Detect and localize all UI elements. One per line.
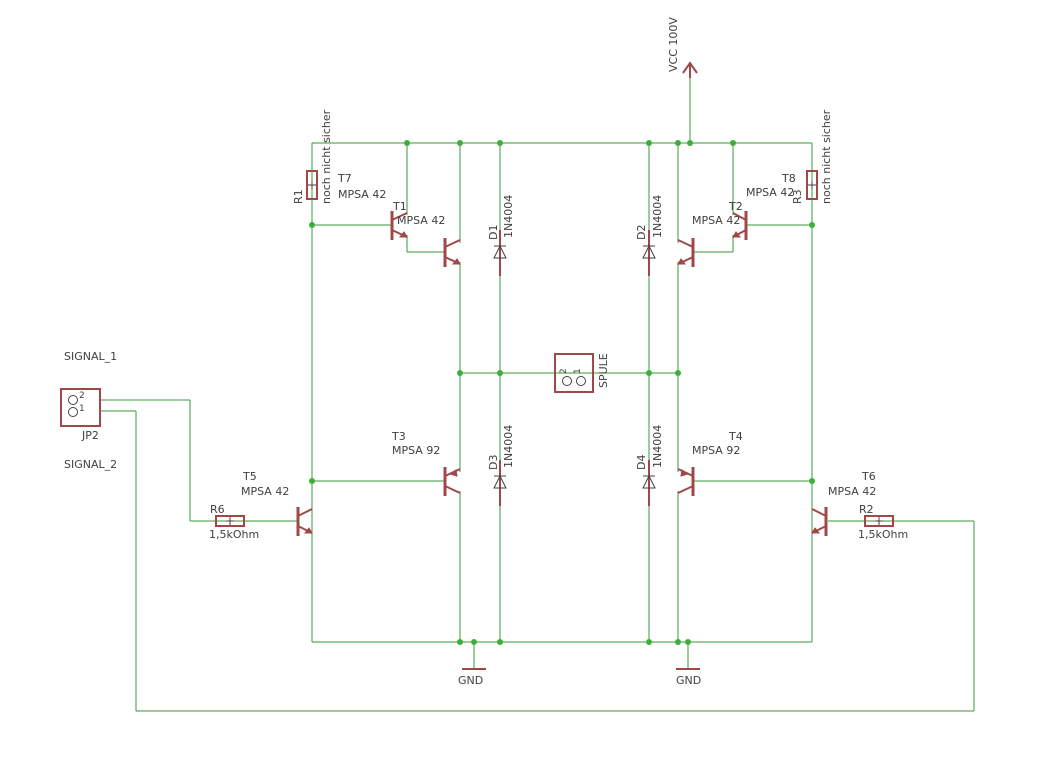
- junction: [675, 370, 681, 376]
- junction: [675, 639, 681, 645]
- coil-spule: [554, 353, 594, 393]
- coil-pin1: 1: [573, 368, 583, 374]
- transistor-t8: [732, 211, 748, 240]
- jp2-label: JP2: [81, 429, 99, 442]
- d3-value: 1N4004: [502, 425, 515, 468]
- d2-name: D2: [635, 225, 648, 240]
- junction: [646, 140, 652, 146]
- d4-name: D4: [635, 455, 648, 470]
- junction: [687, 140, 693, 146]
- t1-value: MPSA 42: [397, 214, 445, 227]
- junction: [471, 639, 477, 645]
- junction: [404, 140, 410, 146]
- diode-d3: [493, 460, 507, 506]
- transistor-t7: [390, 211, 408, 240]
- resistor-r6: [215, 515, 245, 527]
- signal1-label: SIGNAL_1: [64, 350, 117, 363]
- transistor-t6: [811, 507, 828, 536]
- coil-pin2: 2: [559, 368, 569, 374]
- junction: [309, 478, 315, 484]
- transistor-t3: [443, 467, 461, 496]
- t7-value: MPSA 42: [338, 188, 386, 201]
- junction: [497, 370, 503, 376]
- t5-value: MPSA 42: [241, 485, 289, 498]
- r2-value: 1,5kOhm: [858, 528, 908, 541]
- r3-value: noch nicht sicher: [820, 109, 833, 204]
- d2-value: 1N4004: [651, 195, 664, 238]
- d4-value: 1N4004: [651, 425, 664, 468]
- connector-jp2: [60, 388, 101, 427]
- t3-value: MPSA 92: [392, 444, 440, 457]
- junction: [809, 222, 815, 228]
- junction: [646, 639, 652, 645]
- junction: [497, 639, 503, 645]
- r1-value: noch nicht sicher: [320, 109, 333, 204]
- t6-value: MPSA 42: [828, 485, 876, 498]
- junction: [646, 370, 652, 376]
- junction: [675, 140, 681, 146]
- signal2-label: SIGNAL_2: [64, 458, 117, 471]
- resistor-r2: [864, 515, 894, 527]
- junction: [457, 140, 463, 146]
- transistor-t2: [677, 238, 695, 267]
- t2-name: T2: [728, 200, 743, 213]
- junction: [457, 370, 463, 376]
- vcc-symbol: [682, 61, 698, 78]
- transistor-t5: [296, 507, 313, 536]
- gnd-label-left: GND: [458, 674, 483, 687]
- junction: [497, 140, 503, 146]
- resistor-r3: [806, 170, 818, 200]
- r6-value: 1,5kOhm: [209, 528, 259, 541]
- diode-d1: [493, 230, 507, 276]
- r3-name: R3: [791, 189, 804, 204]
- t3-name: T3: [391, 430, 406, 443]
- t6-name: T6: [861, 470, 876, 483]
- junction: [730, 140, 736, 146]
- t1-name: T1: [392, 200, 407, 213]
- gnd-label-right: GND: [676, 674, 701, 687]
- junction: [457, 639, 463, 645]
- diode-d4: [642, 460, 656, 506]
- t8-name: T8: [781, 172, 796, 185]
- junction: [809, 478, 815, 484]
- d3-name: D3: [487, 455, 500, 470]
- t7-name: T7: [337, 172, 352, 185]
- t5-name: T5: [242, 470, 257, 483]
- r2-name: R2: [859, 503, 874, 516]
- wires: [100, 75, 975, 712]
- t2-value: MPSA 42: [692, 214, 740, 227]
- jp2-pin1: 1: [79, 404, 85, 414]
- d1-name: D1: [487, 225, 500, 240]
- resistor-r1: [306, 143, 318, 225]
- coil-label: SPULE: [597, 353, 610, 388]
- diode-d2: [642, 230, 656, 276]
- transistor-t1: [443, 238, 461, 267]
- t8-value: MPSA 42: [746, 186, 794, 199]
- r6-name: R6: [210, 503, 225, 516]
- t4-value: MPSA 92: [692, 444, 740, 457]
- jp2-pin2: 2: [79, 391, 85, 401]
- transistor-t4: [677, 467, 695, 496]
- junctions: [309, 140, 815, 645]
- r1-name: R1: [292, 189, 305, 204]
- vcc-label: VCC 100V: [667, 17, 680, 72]
- d1-value: 1N4004: [502, 195, 515, 238]
- junction: [685, 639, 691, 645]
- t4-name: T4: [728, 430, 743, 443]
